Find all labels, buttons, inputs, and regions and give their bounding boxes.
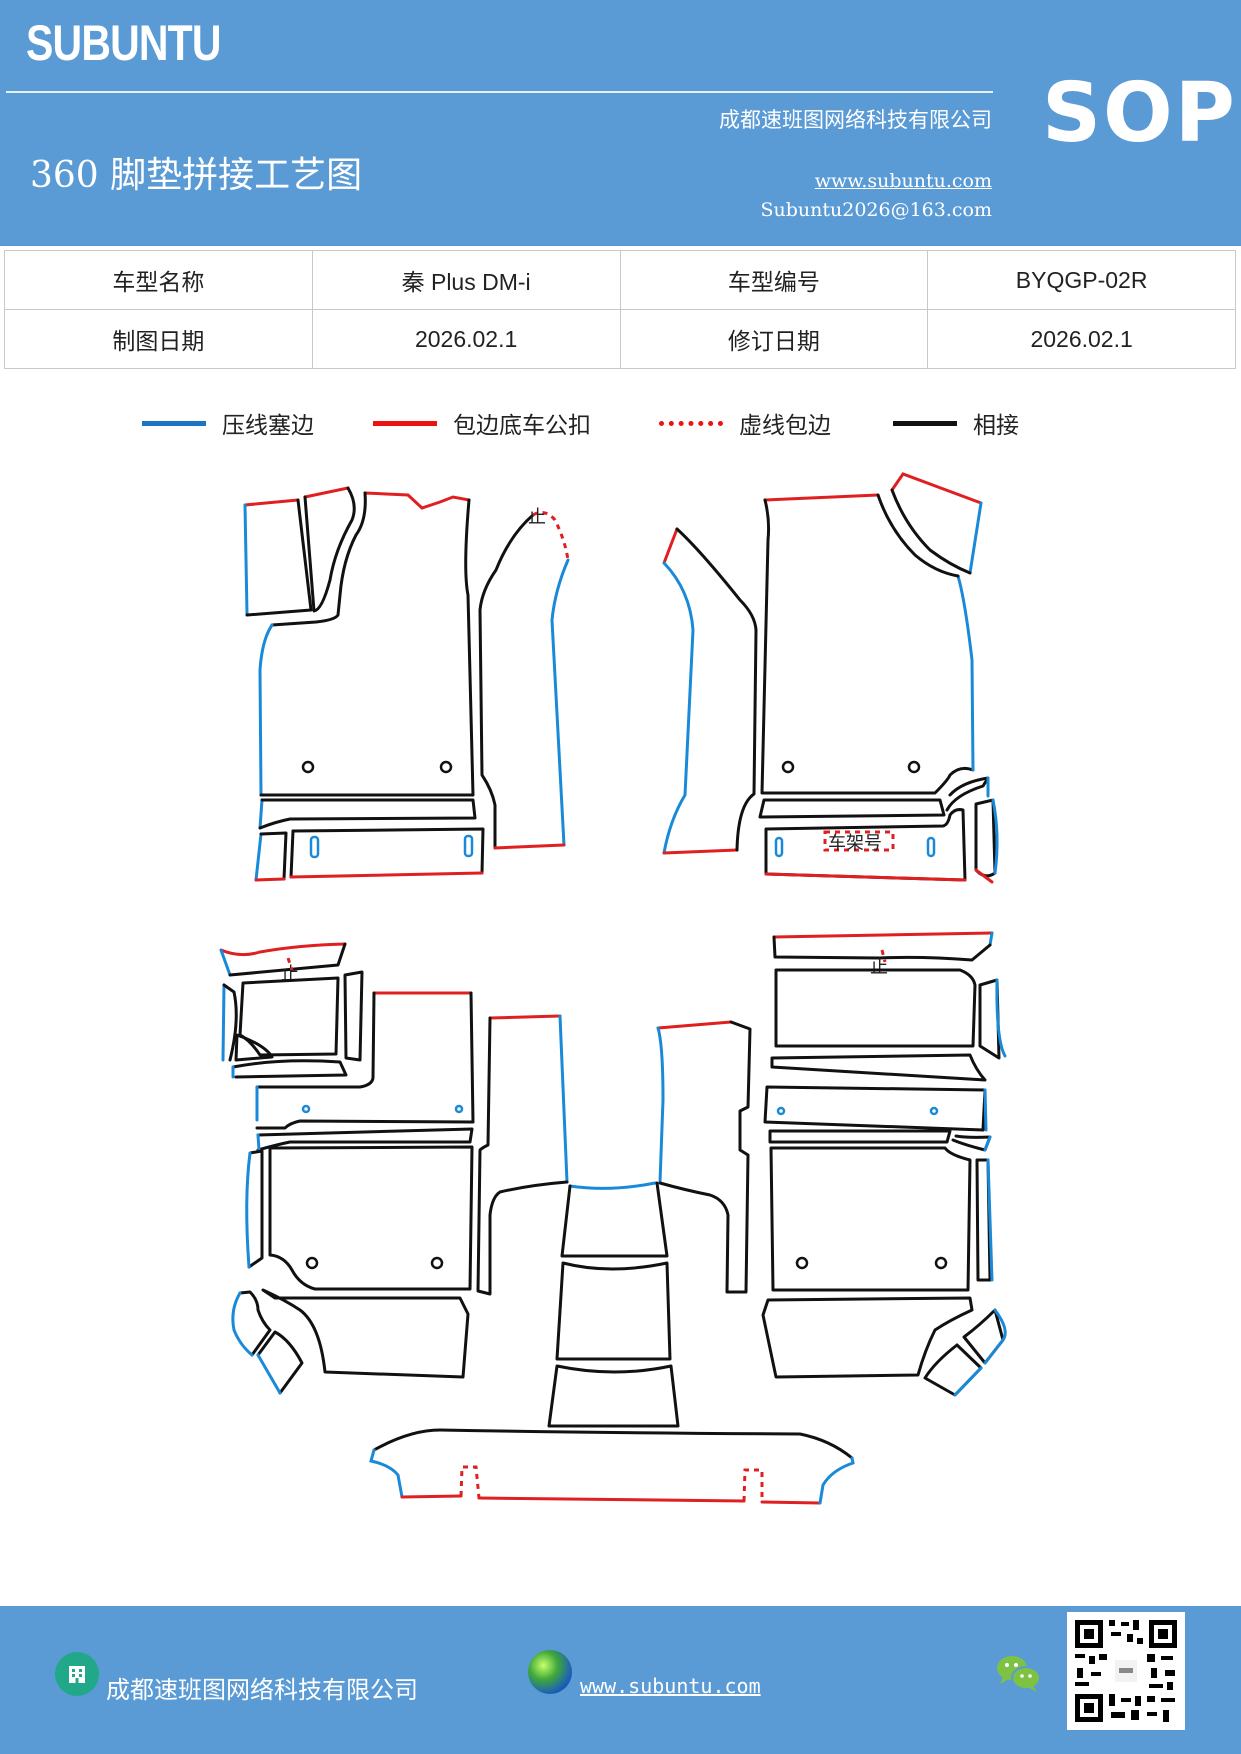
black-line-swatch — [893, 420, 957, 426]
email-address: Subuntu2026@163.com — [760, 199, 992, 221]
value-model-code: BYQGP-02R — [927, 250, 1236, 310]
brand-logo: SUBUNTU — [26, 15, 222, 71]
header-divider — [6, 91, 993, 93]
footer-company-name: 成都速班图网络科技有限公司 — [106, 1676, 418, 1704]
legend-item-red: 包边底车公扣 — [373, 406, 591, 440]
label-drawing-date: 制图日期 — [4, 309, 313, 369]
legend-label: 虚线包边 — [739, 413, 831, 439]
value-model-name: 秦 Plus DM-i — [311, 250, 621, 310]
value-drawing-date: 2026.02.1 — [311, 309, 621, 369]
wechat-icon[interactable] — [995, 1652, 1043, 1696]
website-link[interactable]: www.subuntu.com — [814, 170, 992, 192]
legend-item-red-dotted: 虚线包边 — [659, 406, 831, 440]
building-icon — [55, 1652, 99, 1696]
stop-mark: 止 — [528, 507, 546, 528]
legend-label: 相接 — [973, 413, 1019, 439]
label-revision-date: 修订日期 — [619, 309, 929, 369]
legend-item-blue: 压线塞边 — [142, 406, 314, 440]
rear-right-mat: 止 — [761, 931, 1007, 1397]
header-banner: SUBUNTU SOP 360 脚垫拼接工艺图 成都速班图网络科技有限公司 ww… — [0, 0, 1241, 246]
stop-mark: 止 — [870, 957, 888, 978]
line-legend: 压线塞边 包边底车公扣 虚线包边 相接 — [0, 398, 1241, 442]
label-model-name: 车型名称 — [4, 250, 313, 310]
front-left-driver-mat: 止 — [243, 486, 570, 882]
red-line-swatch — [373, 420, 437, 426]
rear-left-mat: 止 — [219, 942, 475, 1395]
red-dotted-line-swatch — [659, 420, 723, 426]
legend-label: 包边底车公扣 — [453, 413, 591, 439]
legend-item-black: 相接 — [893, 406, 1019, 440]
table-row: 制图日期 2026.02.1 修订日期 2026.02.1 — [4, 309, 1236, 369]
qr-code[interactable] — [1067, 1612, 1185, 1730]
center-tunnel-pieces — [476, 1014, 752, 1428]
company-name: 成都速班图网络科技有限公司 — [719, 108, 992, 132]
label-model-code: 车型编号 — [619, 250, 929, 310]
table-row: 车型名称 秦 Plus DM-i 车型编号 BYQGP-02R — [4, 250, 1236, 310]
globe-icon — [528, 1650, 572, 1694]
floor-mat-diagram: 止 车架号 止 — [219, 472, 1007, 1505]
sop-badge: SOP — [1042, 66, 1237, 161]
blue-line-swatch — [142, 420, 206, 426]
front-right-passenger-mat: 车架号 — [662, 472, 999, 884]
page-title: 360 脚垫拼接工艺图 — [30, 155, 363, 196]
vin-label: 车架号 — [828, 833, 882, 854]
vehicle-info-table: 车型名称 秦 Plus DM-i 车型编号 BYQGP-02R 制图日期 202… — [4, 250, 1236, 369]
value-revision-date: 2026.02.1 — [927, 309, 1236, 369]
legend-label: 压线塞边 — [222, 413, 314, 439]
footer-website-link[interactable]: www.subuntu.com — [580, 1674, 761, 1698]
rear-bottom-strip — [369, 1428, 855, 1505]
